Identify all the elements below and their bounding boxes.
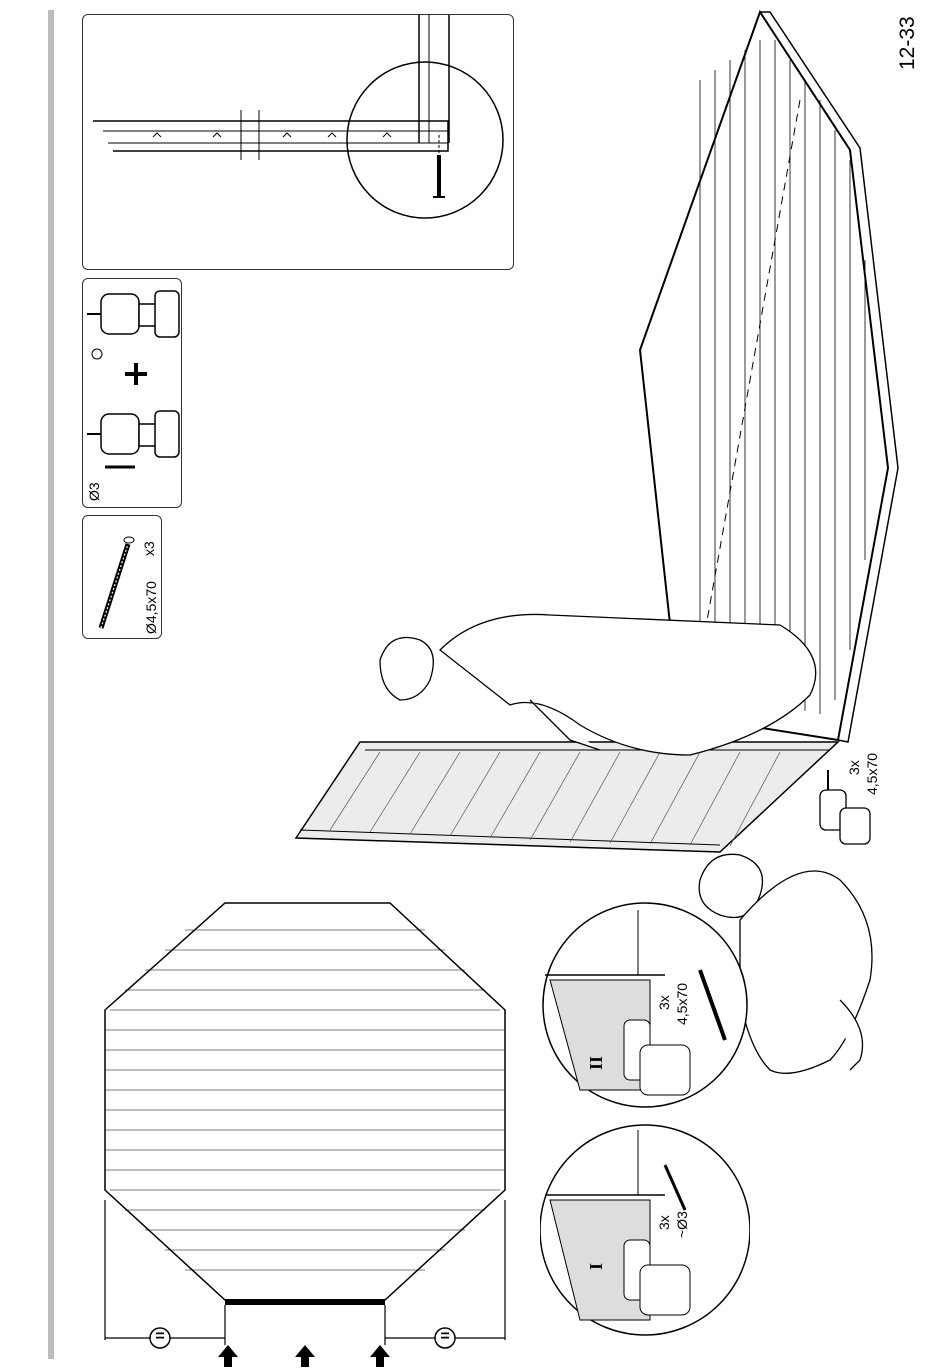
step-1-spec: ~Ø3 [674, 1211, 690, 1238]
dimension-lines [105, 1200, 505, 1345]
step-2-detail: II 3x 4,5x70 [540, 900, 750, 1110]
drill-icon [87, 411, 179, 457]
step-2-spec: 4,5x70 [674, 983, 690, 1025]
parts-box: Ø4,5x70 x3 [82, 515, 162, 639]
drill-bit-size-label: Ø3 [86, 482, 102, 501]
main-screw-qty: 3x [846, 760, 862, 775]
screw-spec-label: Ø4,5x70 [143, 581, 159, 634]
floor-platform [640, 12, 898, 742]
page-margin-bar [48, 10, 54, 1359]
step-1-numeral: I [586, 1263, 607, 1270]
main-screw-spec: 4,5x70 [864, 753, 880, 795]
step-2-numeral: II [586, 1056, 607, 1070]
arrow-up-icon [218, 1345, 390, 1367]
page-number-text: 12-33 [896, 16, 920, 70]
step-2-qty: 3x [656, 995, 672, 1010]
equal-mark-right: = [438, 1328, 452, 1346]
page-number: 12-33 [886, 40, 946, 100]
screwdriver-drill-icon [87, 291, 179, 359]
floor-boards [700, 40, 865, 714]
wall-panel [296, 742, 838, 852]
step-1-qty: 3x [656, 1215, 672, 1230]
detail-box [82, 14, 514, 270]
joint-detail-drawing [83, 15, 515, 271]
equal-mark-left: = [153, 1328, 167, 1346]
worker-lifting [380, 614, 816, 755]
tools-box: Ø3 [82, 278, 182, 508]
drill-icon [820, 770, 870, 844]
screw-quantity-label: x3 [141, 541, 157, 556]
step-1-detail: I 3x ~Ø3 [540, 1120, 750, 1340]
